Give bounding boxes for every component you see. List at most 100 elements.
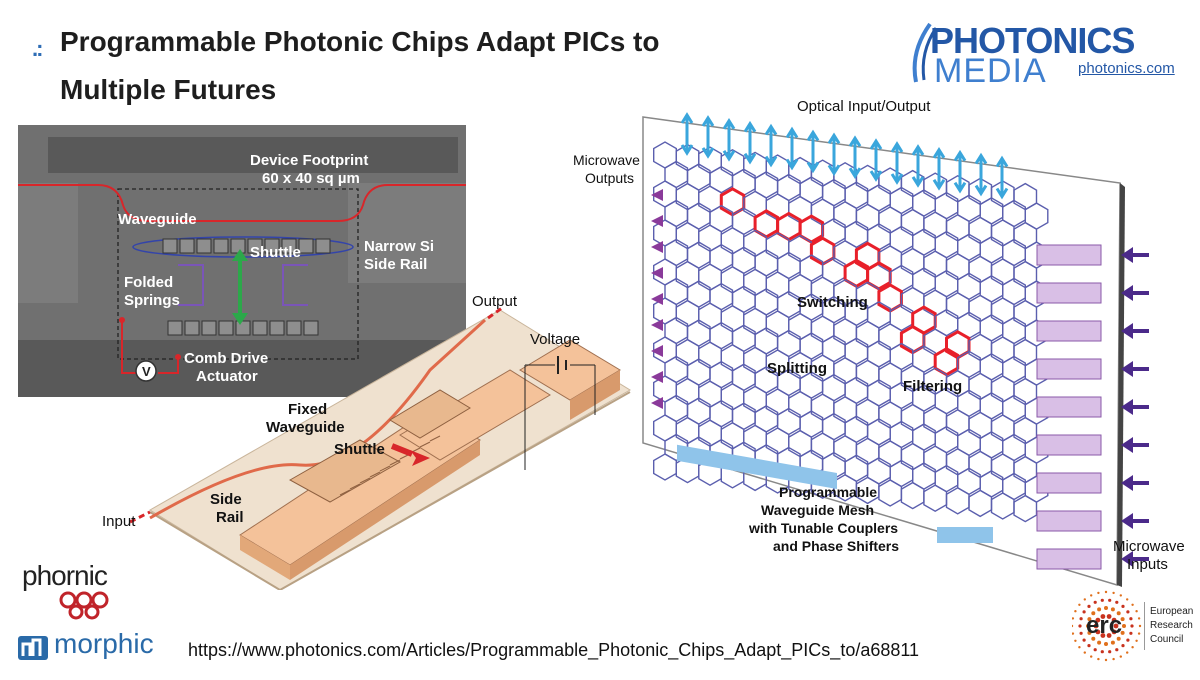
erc-line-3: Council — [1150, 634, 1184, 645]
erc-dot — [1122, 624, 1126, 628]
erc-dot — [1116, 636, 1121, 641]
article-url-link[interactable]: https://www.photonics.com/Articles/Progr… — [188, 640, 920, 660]
erc-dot — [1131, 603, 1134, 606]
media-word: MEDIA — [934, 52, 1047, 90]
sem-micrograph: V Device Footprint 60 x 40 sq µm Wavegui… — [18, 125, 466, 397]
filtering-label: Filtering — [903, 378, 962, 395]
erc-dot — [1078, 603, 1081, 606]
waveguide-mesh-diagram: Optical Input/Output Microwave Outputs S… — [565, 95, 1185, 605]
erc-dot — [1119, 594, 1122, 597]
erc-dot — [1090, 594, 1093, 597]
sem-springs-label: Springs — [124, 292, 180, 309]
photonics-url-link[interactable]: photonics.com — [1078, 60, 1175, 77]
hex-mesh — [652, 141, 1049, 523]
erc-dot — [1129, 631, 1133, 635]
mesh-illustration: Optical Input/Output Microwave Outputs S… — [573, 98, 1185, 587]
erc-dot — [1095, 629, 1101, 635]
microwave-output-arrow-icon — [651, 267, 663, 279]
optical-io-arrow-icon — [995, 155, 1009, 200]
phornic-emblem-icon — [59, 591, 109, 620]
iso-rail-label: Rail — [216, 509, 244, 526]
erc-dot — [1137, 617, 1141, 620]
microwave-input-arrow-icon — [1121, 551, 1149, 567]
sem-diagram: V Device Footprint 60 x 40 sq µm Wavegui… — [18, 125, 466, 397]
erc-line-2: Research — [1150, 620, 1193, 631]
erc-dot — [1082, 638, 1086, 642]
microwave-input-arrows — [1036, 244, 1149, 570]
erc-dot — [1126, 610, 1130, 614]
erc-dot — [1097, 657, 1100, 661]
erc-dot — [1079, 631, 1083, 635]
iso-side-label: Side — [210, 491, 242, 508]
erc-dot — [1106, 614, 1112, 619]
microwave-output-arrow-icon — [651, 371, 663, 383]
erc-starburst-icon — [1072, 590, 1142, 662]
photonics-media-logo: PHOTONICS MEDIA photonics.com — [908, 20, 1178, 90]
phase-shifter-pad — [1036, 358, 1102, 380]
erc-dot — [1113, 623, 1119, 629]
microwave-output-arrow-icon — [651, 345, 663, 357]
erc-dot — [1082, 610, 1086, 614]
optical-io-arrow-icon — [701, 115, 715, 159]
erc-dot — [1120, 617, 1125, 622]
microwave-output-arrows — [651, 189, 663, 409]
erc-dot — [1074, 610, 1077, 613]
optical-io-arrow-icon — [785, 126, 799, 171]
mesh-hex-cell — [652, 453, 678, 481]
erc-dot — [1110, 607, 1115, 612]
erc-dot — [1108, 650, 1112, 654]
erc-dot — [1100, 650, 1104, 654]
iso-shuttle-label: Shuttle — [334, 441, 385, 458]
sem-actuator-label: Actuator — [196, 368, 258, 385]
erc-dot — [1126, 598, 1129, 601]
iso-input-label: Input — [102, 513, 136, 530]
erc-dot — [1100, 598, 1104, 602]
mems-device-illustration: Output Voltage Fixed Waveguide Shuttle S… — [102, 293, 631, 592]
erc-dot — [1106, 633, 1112, 638]
erc-dot — [1095, 617, 1101, 623]
iso-output-label: Output — [472, 293, 518, 310]
title-bullet-icon: .: — [32, 36, 44, 61]
erc-dot — [1120, 630, 1125, 635]
morphic-mark-icon — [18, 636, 48, 660]
erc-dot — [1129, 617, 1133, 621]
erc-dot — [1093, 600, 1097, 604]
morphic-word: morphic — [54, 628, 154, 659]
erc-dot — [1104, 606, 1108, 610]
erc-dot — [1087, 604, 1091, 608]
erc-dot — [1093, 648, 1097, 652]
erc-dot — [1072, 624, 1074, 628]
optical-io-arrow-icon — [827, 132, 841, 177]
erc-dot — [1115, 600, 1119, 604]
erc-dot — [1100, 614, 1106, 619]
microwave-input-arrow-icon — [1121, 399, 1149, 415]
phornic-logo: phornic — [18, 560, 148, 620]
photonics-word: PHOTONICS — [930, 20, 1135, 61]
erc-dot — [1135, 610, 1138, 613]
erc-dot — [1131, 646, 1134, 649]
microwave-input-arrow-icon — [1121, 513, 1149, 529]
erc-dot — [1104, 658, 1108, 662]
phase-shifter-pad — [1036, 434, 1102, 456]
microwave-output-arrow-icon — [651, 189, 663, 201]
erc-dot — [1119, 655, 1122, 658]
microwave-output-arrow-icon — [651, 293, 663, 305]
microwave-input-arrow-icon — [1121, 437, 1149, 453]
optical-io-arrow-icon — [743, 120, 757, 165]
iso-voltage-label: Voltage — [530, 331, 580, 348]
optical-io-arrow-icon — [890, 141, 904, 185]
erc-dot — [1130, 624, 1134, 628]
erc-dot — [1086, 624, 1090, 628]
erc-dot — [1091, 611, 1096, 616]
erc-logo: erc European Research Council — [1072, 590, 1194, 670]
erc-dot — [1091, 636, 1096, 641]
erc-line-1: European — [1150, 606, 1194, 617]
erc-dot — [1083, 651, 1086, 654]
sem-shuttle-label: Shuttle — [250, 244, 301, 261]
optical-io-arrow-icon — [869, 138, 883, 182]
title-line-2: Multiple Futures — [60, 74, 277, 105]
erc-dot — [1126, 651, 1129, 654]
optical-io-arrow-icon — [974, 152, 988, 197]
optical-io-arrow-icon — [764, 123, 778, 168]
erc-dot — [1110, 640, 1115, 645]
